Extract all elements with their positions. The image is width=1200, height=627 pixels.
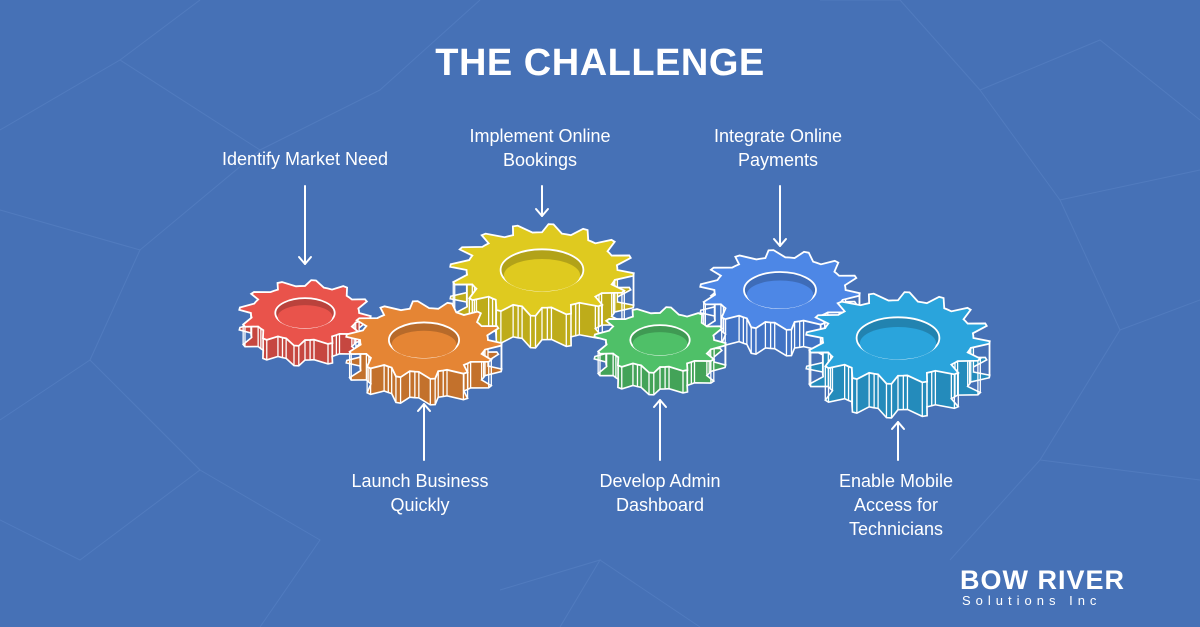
- label-payments: Integrate Online Payments: [678, 124, 878, 172]
- label-launch: Launch Business Quickly: [320, 469, 520, 517]
- gear-hole-inner: [859, 327, 937, 360]
- company-logo: BOW RIVER Solutions Inc: [960, 566, 1180, 608]
- label-admin: Develop Admin Dashboard: [560, 469, 760, 517]
- gear-bookings-icon: [449, 223, 635, 349]
- label-line: Enable Mobile: [838, 471, 954, 491]
- arrow-down-payments: [773, 185, 787, 247]
- label-line: Dashboard: [615, 495, 705, 515]
- label-line: Access for: [853, 495, 939, 515]
- label-line: Implement Online: [469, 126, 611, 146]
- gear-hole-inner: [746, 280, 814, 309]
- gear-mobile-icon: [805, 291, 991, 419]
- gear-hole-inner: [632, 332, 688, 356]
- logo-name: BOW RIVER: [960, 565, 1126, 595]
- label-line: Quickly: [390, 495, 450, 515]
- label-line: Identify Market Need: [221, 149, 389, 169]
- gear-launch-icon: [345, 300, 503, 406]
- label-line: Develop Admin: [599, 471, 721, 491]
- arrow-up-launch: [417, 403, 431, 461]
- arrow-down-bookings: [535, 185, 549, 217]
- gear-identify-icon: [238, 279, 372, 367]
- label-line: Payments: [737, 150, 819, 170]
- label-mobile: Enable Mobile Access for Technicians: [796, 469, 996, 541]
- label-line: Integrate Online: [713, 126, 843, 146]
- arrow-up-admin: [653, 399, 667, 461]
- label-identify: Identify Market Need: [190, 147, 420, 171]
- label-bookings: Implement Online Bookings: [440, 124, 640, 172]
- label-line: Launch Business: [351, 471, 489, 491]
- arrow-up-mobile: [891, 421, 905, 461]
- logo-subtitle: Solutions Inc: [962, 593, 1102, 608]
- arrow-down-identify: [298, 185, 312, 265]
- label-line: Bookings: [502, 150, 578, 170]
- label-line: Technicians: [848, 519, 944, 539]
- gear-payments-icon: [699, 249, 861, 357]
- gear-admin-icon: [593, 306, 727, 396]
- page-title: THE CHALLENGE: [435, 42, 765, 84]
- gear-hole-inner: [503, 259, 581, 292]
- gear-hole-inner: [277, 305, 333, 329]
- gear-hole-inner: [391, 330, 457, 359]
